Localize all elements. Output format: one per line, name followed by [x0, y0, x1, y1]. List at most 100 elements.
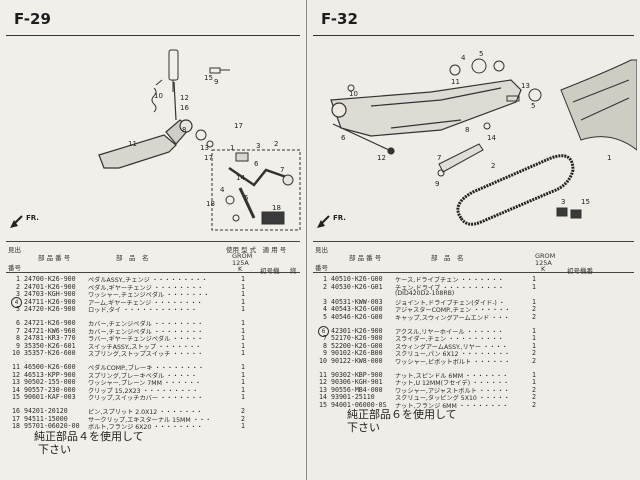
bolt-illustration: [209, 67, 221, 74]
part-number: 95701-06020-00: [24, 422, 80, 431]
svg-text:9: 9: [214, 78, 218, 86]
svg-text:14: 14: [487, 134, 496, 142]
part-name: キャップ,スウィングアームエンド ・・・: [395, 315, 510, 322]
part-name: サークリップ,エキスターナル 15MM ・・・: [88, 416, 212, 424]
svg-text:5: 5: [244, 194, 248, 202]
axle-illustration: [332, 123, 395, 155]
part-number: 24781-KR3-770: [24, 334, 76, 343]
svg-text:5: 5: [531, 102, 535, 110]
part-name: ワッシャー,チェンジペダル ・・・・・・・: [88, 292, 210, 300]
svg-text:6: 6: [341, 134, 346, 142]
part-number: 24721-KW6-960: [24, 326, 76, 335]
purchase-note: 純正部品４を使用して 下さい: [34, 430, 144, 456]
svg-text:15: 15: [581, 198, 590, 206]
part-number: 35357-K26-600: [24, 349, 76, 358]
svg-text:3: 3: [256, 142, 260, 150]
svg-text:8: 8: [182, 126, 186, 134]
parts-table-header: 見出 番号 部 品 番 号 部 品 名 GROM 125A K 初号機番: [313, 241, 634, 275]
svg-text:16: 16: [180, 104, 189, 112]
ref-number: 4: [11, 296, 22, 308]
quantity: 1: [241, 305, 245, 314]
ref-number: 1: [323, 275, 327, 283]
part-name: ナット,スピンドル 6MM ・・・・・・・: [395, 372, 509, 380]
end-cap-icon: [471, 58, 487, 74]
part-name: ジョイント,ドライブチェン(ダイド-) ・: [395, 299, 505, 307]
part-name: スライダー,チェン ・・・・・・・・・: [395, 336, 504, 344]
svg-text:2: 2: [274, 140, 278, 148]
col-model: GROM: [232, 252, 253, 260]
ref-number: 16: [12, 407, 20, 415]
quantity: 1: [241, 319, 245, 327]
col-disp: 125A: [232, 259, 249, 267]
part-number: 40510-K26-G00: [331, 275, 383, 283]
svg-text:18: 18: [272, 204, 281, 212]
ref-number: 14: [12, 385, 20, 394]
svg-text:3: 3: [561, 198, 565, 206]
col-ref: 見出: [315, 246, 328, 254]
ref-number: 15: [12, 393, 20, 402]
col-part-no: 部 品 番 号: [38, 254, 71, 262]
part-number: 46513-KPP-900: [24, 370, 76, 379]
ref-number: 10: [319, 357, 327, 365]
ref-number: 2: [323, 282, 327, 291]
svg-text:8: 8: [465, 126, 469, 134]
part-number: 52170-K26-900: [331, 334, 383, 343]
part-name: チェン,ドライブ ・・・・・・・・・・: [395, 284, 505, 292]
svg-text:9: 9: [435, 180, 439, 188]
part-number: 94511-15000: [24, 414, 68, 423]
drive-chain-illustration: [456, 154, 575, 226]
part-name: ラバー,ギヤーチェンジペダル ・・・・・: [88, 336, 204, 344]
ref-number: 6: [16, 319, 20, 327]
part-number: 90557-230-000: [24, 385, 76, 394]
quantity: 1: [532, 326, 536, 335]
part-number: 40531-KWW-003: [331, 297, 383, 306]
part-number: 24703-KGH-900: [24, 290, 76, 299]
ref-number: 13: [319, 385, 327, 394]
part-number: 42301-K26-900: [331, 326, 383, 335]
quantity: 2: [241, 414, 245, 423]
part-name: スクリュー,タッピング 5X10 ・・・・・: [395, 395, 510, 403]
col-first: 初号機: [260, 267, 280, 275]
col-k: K: [541, 265, 546, 273]
svg-text:11: 11: [128, 140, 137, 148]
front-arrow-icon: [10, 215, 23, 228]
adjuster-icon: [449, 64, 461, 76]
part-number: 24720-K26-900: [24, 305, 76, 314]
ref-number: 14: [319, 393, 327, 402]
part-name: スプリング,ブレーキペダル ・・・・・: [88, 372, 198, 380]
col-k: K: [238, 265, 243, 273]
part-name: クリップ,スイッチカバー ・・・・・・・: [88, 395, 204, 403]
part-name: (DID420D2-108RB): [395, 290, 455, 298]
quantity: 1: [241, 341, 245, 350]
svg-text:10: 10: [154, 92, 163, 100]
svg-text:18: 18: [206, 200, 215, 208]
part-number: 24711-K26-900: [24, 297, 76, 306]
part-name: スウィングアームASSY.,リヤー ・・・・: [395, 343, 508, 351]
front-label: FR.: [26, 214, 39, 222]
part-name: カバー,チェンジペダル ・・・・・・・・: [88, 328, 204, 336]
quantity: 1: [241, 297, 245, 306]
col-ref: 見出: [8, 246, 21, 254]
part-number: 94001-06000-0S: [331, 401, 387, 409]
svg-text:10: 10: [349, 90, 358, 98]
part-name: スイッチASSY.,ストップ ・・・・・・・: [88, 343, 202, 351]
part-name: ピン,スプリット 2.0X12 ・・・・・・・: [88, 409, 203, 416]
svg-text:2: 2: [491, 162, 495, 170]
chain-slider-illustration: [437, 143, 484, 177]
part-number: 24701-K26-900: [24, 282, 76, 291]
gear-change-assembly-illustration: [211, 149, 301, 231]
